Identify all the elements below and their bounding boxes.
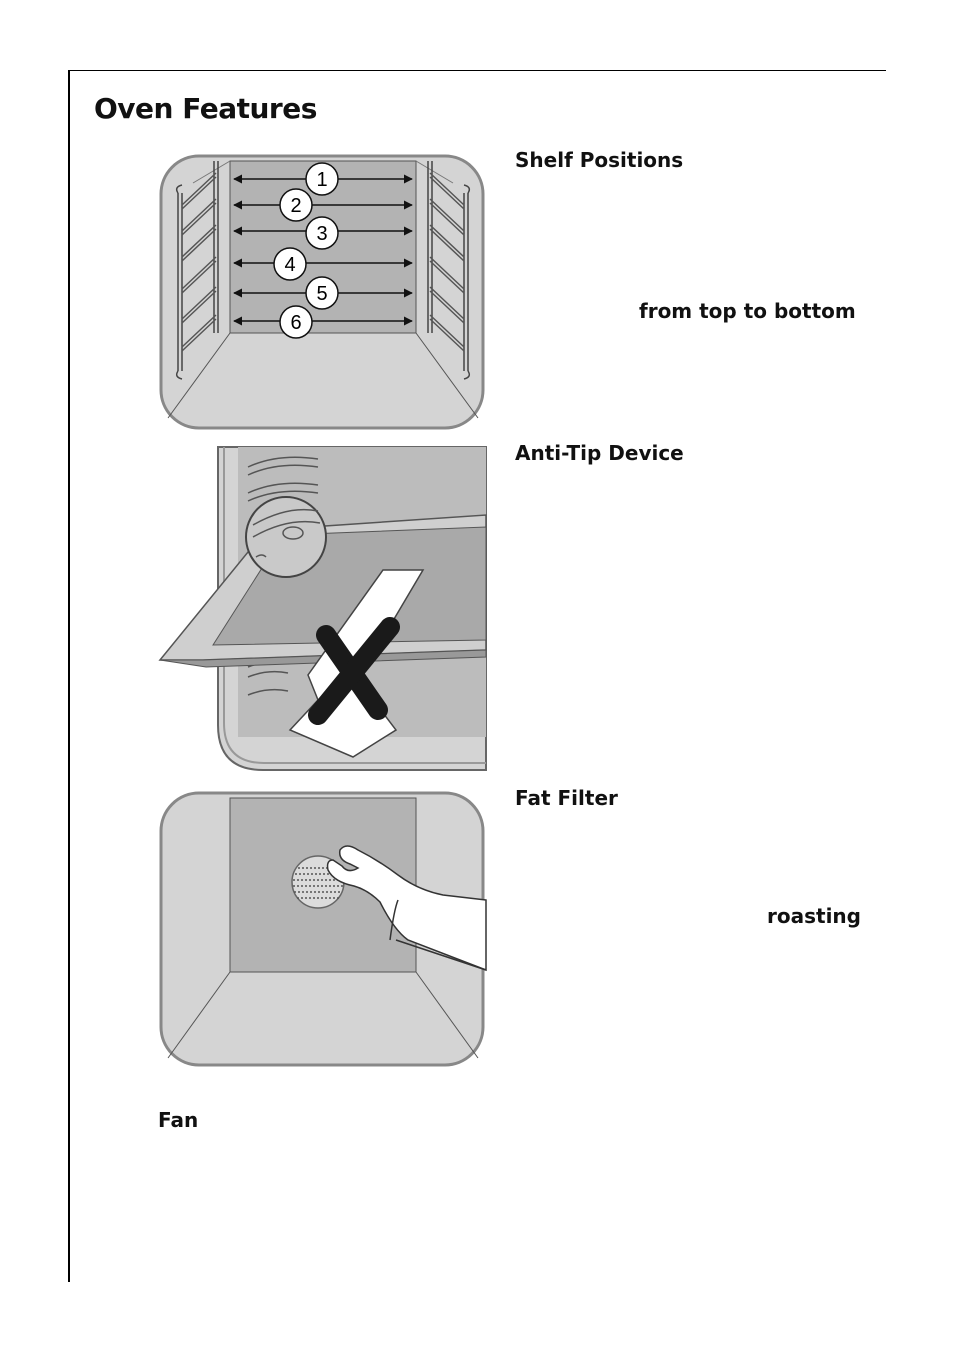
page-title: Oven Features [94, 92, 317, 125]
shelf-number-3: 3 [316, 223, 327, 245]
fan-heading: Fan [158, 1108, 199, 1132]
shelf-number-2: 2 [290, 195, 301, 217]
top-rule [68, 70, 886, 71]
fat-filter-emphasis: roasting [767, 904, 861, 928]
shelf-number-5: 5 [316, 283, 327, 305]
anti-tip-figure [158, 446, 487, 771]
shelf-positions-heading: Shelf Positions [515, 148, 684, 172]
right-shelf-runners [429, 172, 465, 352]
fat-filter-figure [159, 791, 487, 1067]
shelf-number-6: 6 [290, 312, 301, 334]
shelf-number-1: 1 [316, 169, 327, 191]
anti-tip-heading: Anti-Tip Device [515, 441, 684, 465]
left-margin-rule [68, 70, 70, 1282]
shelf-positions-figure: 1 2 3 4 5 6 [159, 154, 485, 430]
shelf-positions-emphasis: from top to bottom [639, 299, 856, 323]
left-shelf-runners [181, 172, 217, 352]
cross-mark [308, 617, 400, 725]
fat-filter-heading: Fat Filter [515, 786, 618, 810]
shelf-number-4: 4 [284, 254, 295, 276]
